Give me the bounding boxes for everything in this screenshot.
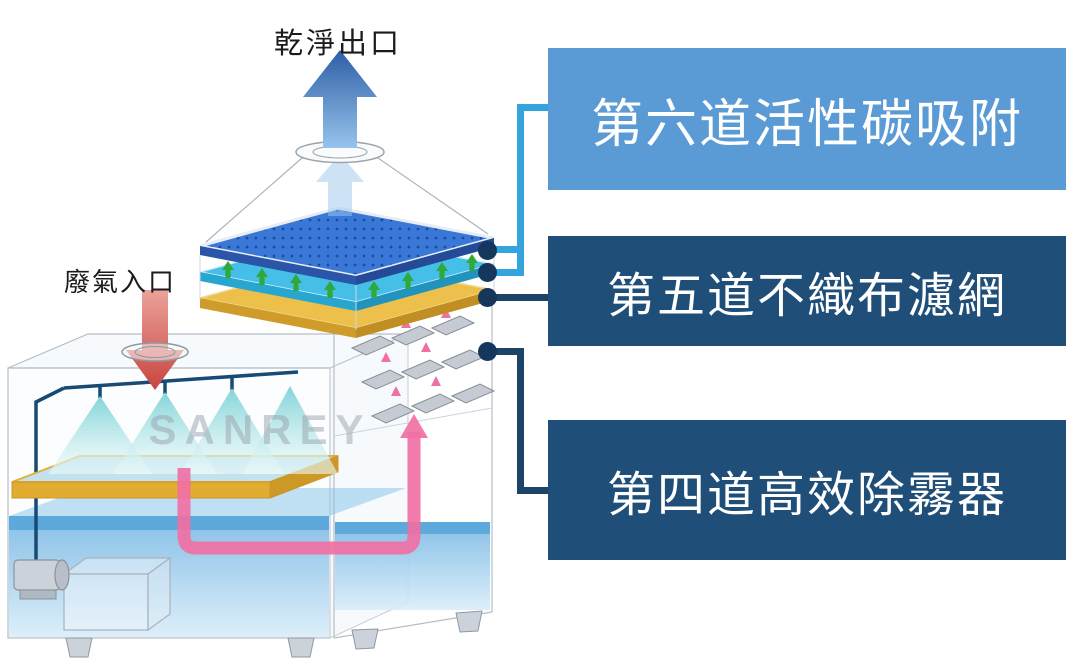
circulation-pump (13, 556, 172, 632)
waste-inlet-label: 廢氣入口 (63, 267, 176, 297)
callout-stage-5-label: 第五道不織布濾網 (606, 270, 1007, 323)
clean-outlet-label: 乾淨出口 (273, 28, 402, 60)
callout-stage-4-demister: 第四道高效除霧器 (548, 420, 1066, 560)
connector-stage4-vertical (517, 348, 524, 494)
clean-air-up-arrow-icon (303, 50, 377, 148)
connector-stage6-stub-upper (487, 246, 524, 253)
callout-stage-6-label: 第六道活性碳吸附 (590, 95, 1023, 154)
anchor-dot-fabric-filter (478, 288, 497, 307)
carbon-filter-layer (199, 206, 495, 330)
watermark-text: SANREY (148, 406, 371, 453)
spray-nozzle-piping (34, 360, 299, 568)
callout-stage-5-fabric-filter: 第五道不織布濾網 (548, 236, 1066, 346)
connector-stage6-stub-lower (487, 269, 524, 276)
spray-cones (48, 386, 338, 474)
gas-flow-path-arrow-icon (177, 414, 428, 555)
machine-feet (65, 610, 483, 658)
inlet-flange (121, 342, 189, 362)
water-tank (9, 488, 490, 637)
connector-stage4-horizontal (517, 487, 548, 494)
connector-stage5 (487, 294, 548, 301)
waste-gas-down-arrow-icon (126, 290, 184, 390)
connector-stage6-vertical (517, 104, 524, 276)
waste-gas-inlet (121, 290, 189, 390)
callout-stage-6-carbon: 第六道活性碳吸附 (548, 48, 1066, 190)
anchor-dot-carbon-upper (478, 241, 497, 260)
outlet-hood (205, 140, 489, 243)
anchor-dot-demister (478, 342, 497, 361)
callout-stage-4-label: 第四道高效除霧器 (606, 469, 1007, 522)
scrubber-illustration: SANREY (7, 50, 495, 658)
anchor-dot-carbon-lower (478, 263, 497, 282)
connector-stage6-top (517, 104, 548, 111)
connector-stage4-stub (487, 348, 524, 355)
